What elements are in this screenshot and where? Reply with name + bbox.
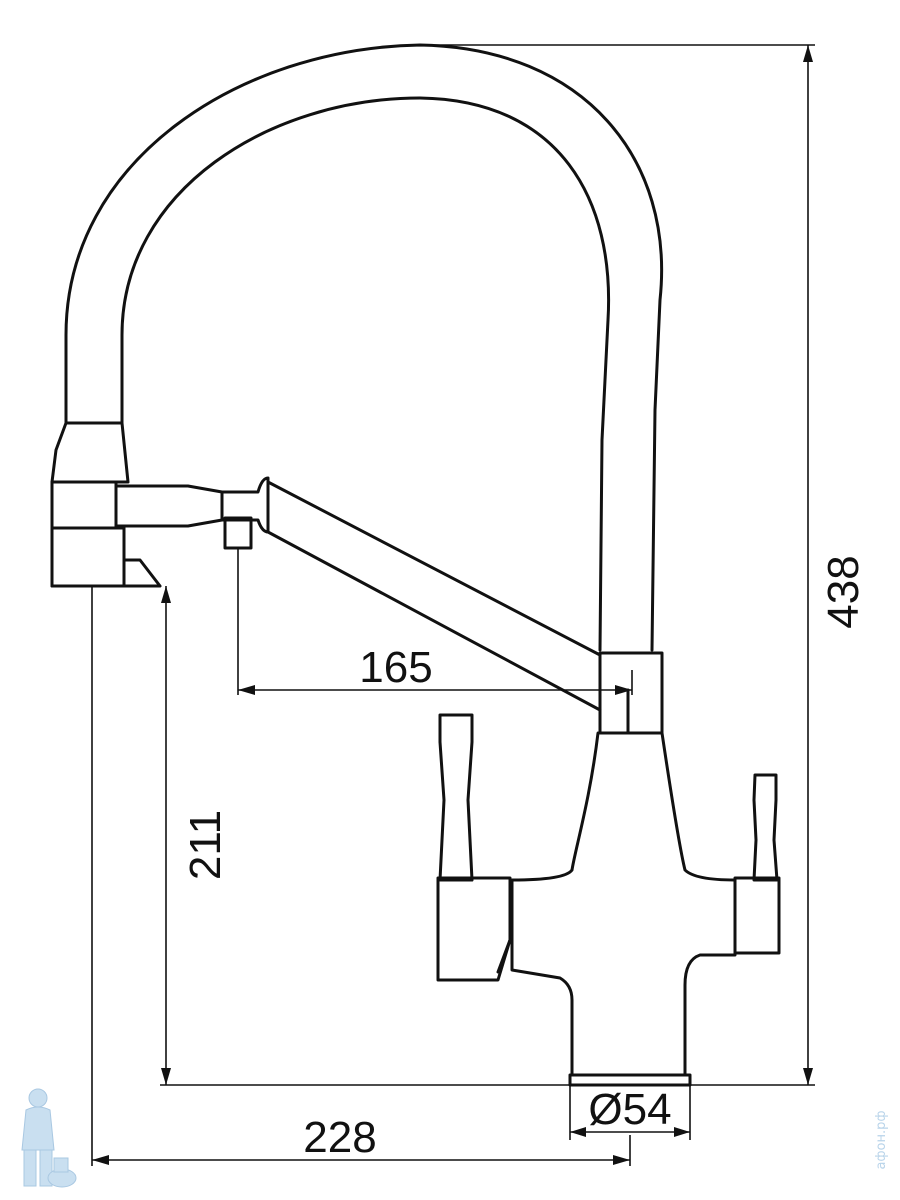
right-lever-handle [733,773,781,955]
faucet-body [510,731,737,1087]
flexible-hose [64,43,664,652]
hose-holder [50,421,224,588]
dimension-211 [160,586,570,1086]
dimension-228 [91,586,631,1166]
pull-out-head [220,476,270,550]
dimension-label-211: 211 [181,810,230,880]
dimension-diameter-54 [569,1085,691,1140]
rigid-spout [266,480,664,735]
dimension-label-228: 228 [303,1113,376,1162]
watermark-text: афон.рф [874,1110,889,1169]
dimension-label-165: 165 [359,643,432,692]
left-lever-handle [436,713,512,982]
dimension-label-diameter: Ø54 [588,1085,671,1134]
plumber-mascot-icon [21,1088,77,1188]
dimension-438 [420,44,815,1086]
dimension-label-438: 438 [819,555,868,628]
dimension-165 [237,548,633,695]
